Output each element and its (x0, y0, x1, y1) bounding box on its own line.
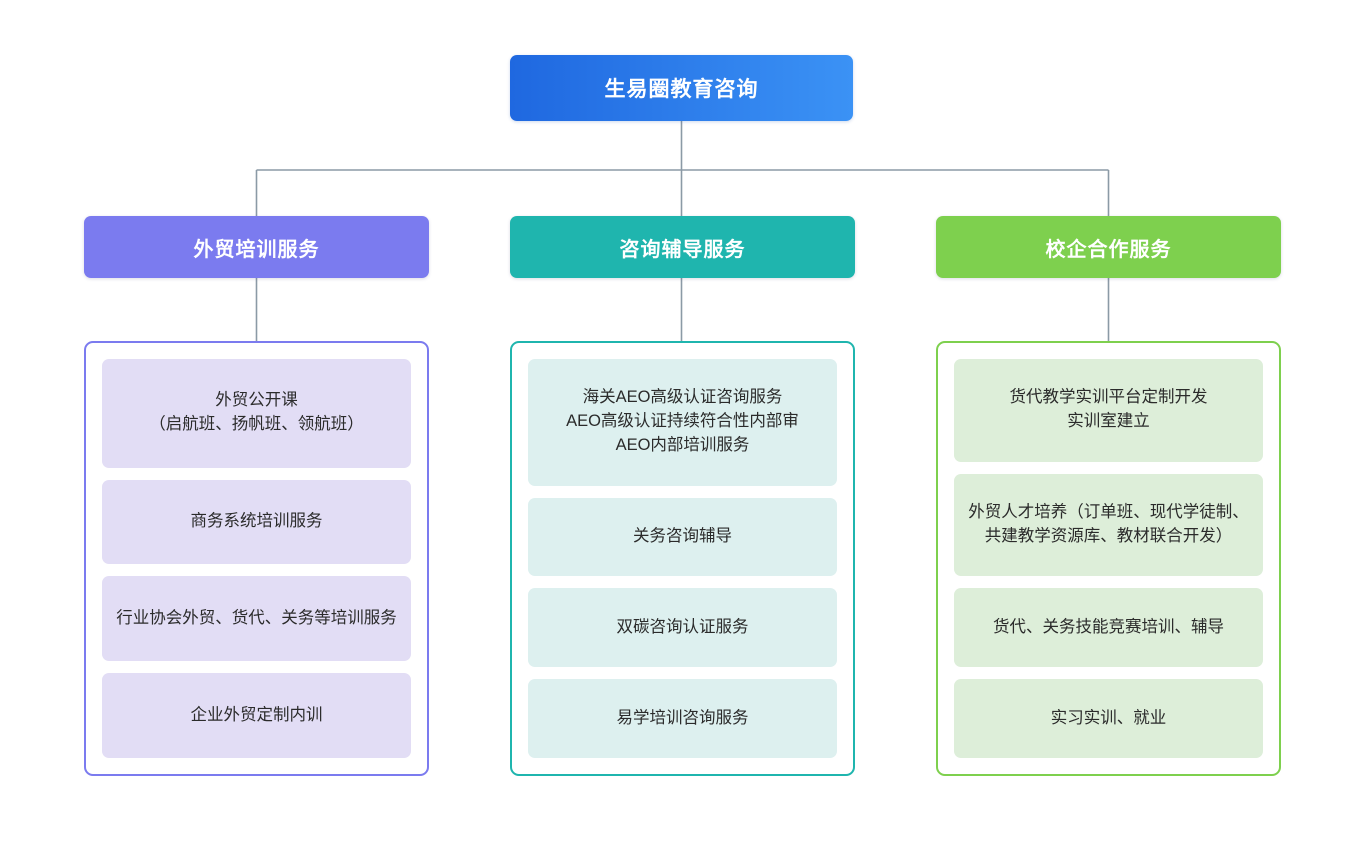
service-item[interactable]: 外贸公开课 （启航班、扬帆班、领航班） (102, 359, 411, 468)
service-item[interactable]: 货代、关务技能竞赛培训、辅导 (954, 588, 1263, 668)
branch-header-0[interactable]: 外贸培训服务 (84, 216, 429, 278)
branch-column-0: 外贸培训服务 外贸公开课 （启航班、扬帆班、领航班） 商务系统培训服务 行业协会… (84, 216, 429, 776)
branch-column-1: 咨询辅导服务 海关AEO高级认证咨询服务 AEO高级认证持续符合性内部审 AEO… (510, 216, 855, 776)
branch-panel-0: 外贸公开课 （启航班、扬帆班、领航班） 商务系统培训服务 行业协会外贸、货代、关… (84, 341, 429, 776)
branch-panel-2: 货代教学实训平台定制开发 实训室建立 外贸人才培养（订单班、现代学徒制、共建教学… (936, 341, 1281, 776)
service-item[interactable]: 行业协会外贸、货代、关务等培训服务 (102, 576, 411, 662)
branch-panel-1: 海关AEO高级认证咨询服务 AEO高级认证持续符合性内部审 AEO内部培训服务 … (510, 341, 855, 776)
branch-header-1[interactable]: 咨询辅导服务 (510, 216, 855, 278)
service-item[interactable]: 双碳咨询认证服务 (528, 588, 837, 668)
branch-column-2: 校企合作服务 货代教学实训平台定制开发 实训室建立 外贸人才培养（订单班、现代学… (936, 216, 1281, 776)
service-item[interactable]: 关务咨询辅导 (528, 497, 837, 577)
service-item[interactable]: 易学培训咨询服务 (528, 679, 837, 759)
service-item[interactable]: 商务系统培训服务 (102, 479, 411, 565)
root-node[interactable]: 生易圈教育咨询 (510, 55, 853, 121)
service-item[interactable]: 海关AEO高级认证咨询服务 AEO高级认证持续符合性内部审 AEO内部培训服务 (528, 359, 837, 486)
branch-header-label-1: 咨询辅导服务 (619, 238, 746, 261)
service-item[interactable]: 货代教学实训平台定制开发 实训室建立 (954, 359, 1263, 462)
service-item[interactable]: 外贸人才培养（订单班、现代学徒制、共建教学资源库、教材联合开发） (954, 473, 1263, 577)
service-item[interactable]: 实习实训、就业 (954, 679, 1263, 759)
branch-header-label-0: 外贸培训服务 (193, 238, 320, 261)
branch-header-2[interactable]: 校企合作服务 (936, 216, 1281, 278)
branch-header-label-2: 校企合作服务 (1045, 238, 1172, 261)
root-node-label: 生易圈教育咨询 (604, 78, 759, 101)
service-item[interactable]: 企业外贸定制内训 (102, 673, 411, 758)
